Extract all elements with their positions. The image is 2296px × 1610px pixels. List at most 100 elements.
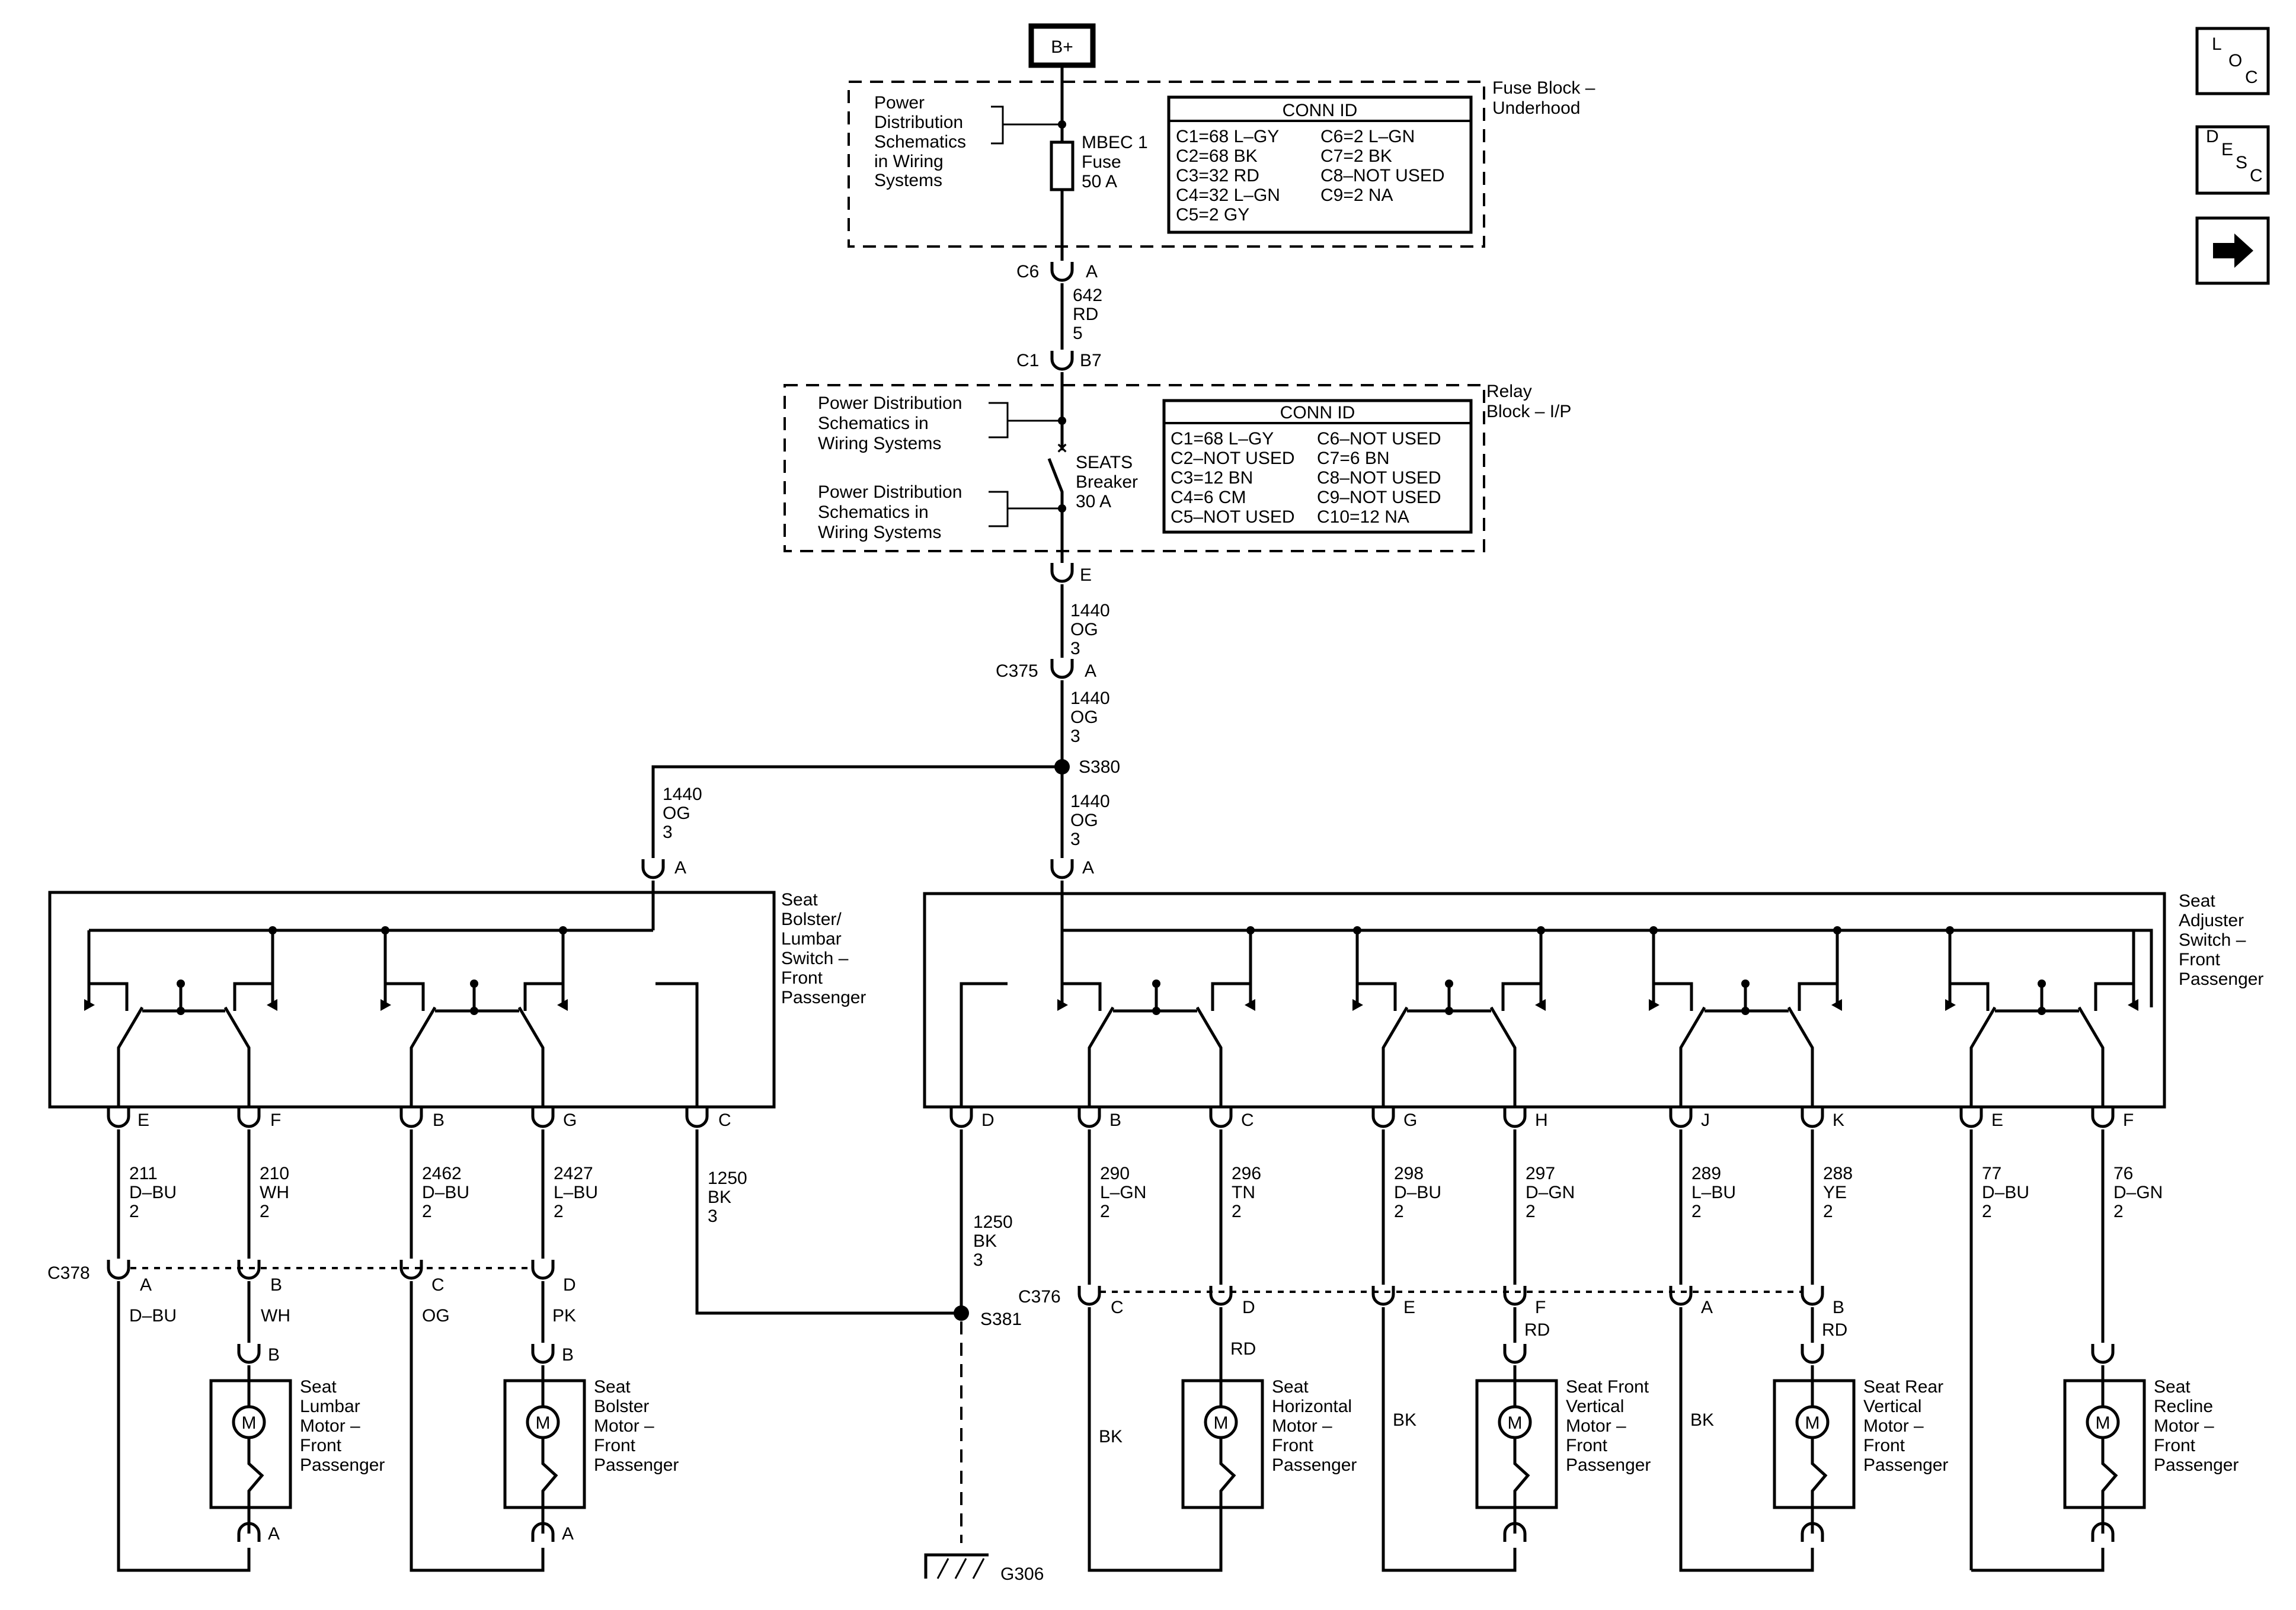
svg-text:Front: Front	[1863, 1436, 1905, 1455]
desc-c: C	[2250, 166, 2263, 185]
svg-text:B: B	[1109, 1110, 1121, 1130]
svg-text:C: C	[718, 1110, 731, 1130]
svg-text:BK: BK	[708, 1188, 731, 1207]
wire-1250b-label: 1250 BK 3	[973, 1212, 1013, 1270]
c375-pin: A	[1085, 661, 1096, 681]
svg-text:C6=2 L–GN: C6=2 L–GN	[1320, 127, 1415, 146]
c378-label: C378	[47, 1263, 90, 1283]
splice-s381	[954, 1305, 969, 1321]
svg-text:OG: OG	[663, 804, 690, 823]
svg-text:Motor –: Motor –	[1863, 1416, 1924, 1436]
ground-g306: G306	[924, 1543, 1044, 1584]
desc-button[interactable]: D E S C	[2195, 125, 2270, 195]
svg-text:2: 2	[1526, 1202, 1536, 1221]
seat-recline-motor: M Seat Recline Motor – Front Passenger	[2063, 1344, 2239, 1542]
s380-label: S380	[1079, 757, 1120, 777]
relay-block-title-2: Block – I/P	[1486, 402, 1571, 421]
svg-text:77: 77	[1982, 1164, 2001, 1183]
seat-rear-vertical-motor: RD M Seat Rear Vertical Motor – Front Pa…	[1773, 1320, 1948, 1542]
svg-text:C4=6 CM: C4=6 CM	[1171, 488, 1246, 507]
seat-front-vertical-motor: RD M Seat Front Vertical Motor – Front P…	[1475, 1320, 1651, 1542]
svg-text:K: K	[1833, 1110, 1844, 1130]
fuse-block-title-2: Underhood	[1492, 98, 1580, 118]
svg-text:Switch –: Switch –	[2179, 930, 2246, 950]
svg-text:C7=6 BN: C7=6 BN	[1317, 449, 1390, 468]
fuse-block-title-1: Fuse Block –	[1492, 78, 1595, 98]
lumbar-in-pin: A	[674, 858, 686, 878]
svg-text:Front: Front	[2179, 950, 2221, 969]
svg-text:Front: Front	[1272, 1436, 1314, 1455]
svg-text:M: M	[1805, 1413, 1820, 1433]
svg-text:210: 210	[260, 1164, 289, 1183]
svg-text:Passenger: Passenger	[1566, 1455, 1651, 1475]
wire-1440d-label: 1440 OG 3	[1070, 792, 1110, 849]
svg-text:M: M	[1214, 1413, 1229, 1433]
adjuster-wire-labels: 290 L–GN 2 296 TN 2 298 D–BU 2 297 D–GN …	[1100, 1164, 2163, 1221]
svg-text:Passenger: Passenger	[300, 1455, 385, 1475]
svg-text:5: 5	[1073, 324, 1083, 343]
svg-text:M: M	[242, 1413, 257, 1433]
svg-text:Breaker: Breaker	[1076, 472, 1138, 492]
loc-l: L	[2212, 34, 2222, 54]
svg-text:D–GN: D–GN	[1526, 1183, 1575, 1202]
svg-text:G: G	[563, 1110, 577, 1130]
svg-text:3: 3	[1070, 726, 1080, 746]
svg-text:Motor –: Motor –	[300, 1416, 360, 1436]
seat-adjuster-switch	[923, 881, 2166, 1109]
svg-text:F: F	[270, 1110, 281, 1130]
wire-642-label: 642 RD 5	[1073, 286, 1102, 343]
svg-text:E: E	[1991, 1110, 2003, 1130]
next-page-button[interactable]	[2195, 216, 2270, 285]
svg-text:C3=32 RD: C3=32 RD	[1176, 166, 1259, 185]
svg-text:OG: OG	[1070, 811, 1098, 830]
svg-text:290: 290	[1100, 1164, 1130, 1183]
svg-text:Schematics in: Schematics in	[818, 414, 929, 433]
loc-button[interactable]: L O C	[2195, 27, 2270, 95]
svg-text:TN: TN	[1232, 1183, 1255, 1202]
c6-pin: A	[1086, 262, 1098, 281]
lumbar-switch-title: Seat Bolster/ Lumbar Switch – Front Pass…	[781, 890, 866, 1007]
svg-text:L–BU: L–BU	[1691, 1183, 1736, 1202]
svg-text:RD: RD	[1524, 1320, 1550, 1340]
svg-text:30 A: 30 A	[1076, 492, 1111, 511]
relay-block-conn-id-table: CONN ID C1=68 L–GY C2–NOT USED C3=12 BN …	[1162, 399, 1473, 534]
svg-text:2: 2	[129, 1202, 139, 1221]
svg-text:Motor –: Motor –	[2154, 1416, 2214, 1436]
svg-text:L–BU: L–BU	[554, 1183, 598, 1202]
svg-text:C3=12 BN: C3=12 BN	[1171, 468, 1253, 488]
svg-text:1440: 1440	[663, 785, 702, 804]
svg-text:Front: Front	[594, 1436, 636, 1455]
svg-text:C4=32 L–GN: C4=32 L–GN	[1176, 185, 1280, 205]
svg-text:BK: BK	[1393, 1410, 1416, 1430]
svg-text:C: C	[1111, 1298, 1124, 1317]
svg-text:2462: 2462	[422, 1164, 462, 1183]
svg-text:Passenger: Passenger	[2179, 969, 2263, 989]
desc-d: D	[2206, 127, 2219, 146]
adjuster-in-pin: A	[1082, 858, 1094, 878]
svg-text:Seat: Seat	[1272, 1377, 1309, 1397]
svg-text:3: 3	[1070, 830, 1080, 849]
svg-text:E: E	[137, 1110, 149, 1130]
svg-text:C2=68 BK: C2=68 BK	[1176, 146, 1258, 166]
svg-text:288: 288	[1823, 1164, 1853, 1183]
svg-text:Front: Front	[2154, 1436, 2196, 1455]
svg-text:Motor –: Motor –	[1566, 1416, 1626, 1436]
svg-text:F: F	[2123, 1110, 2134, 1130]
svg-text:Seat: Seat	[300, 1377, 337, 1397]
svg-text:2: 2	[554, 1202, 564, 1221]
svg-text:BK: BK	[1690, 1410, 1714, 1430]
svg-text:76: 76	[2113, 1164, 2133, 1183]
svg-text:Passenger: Passenger	[1863, 1455, 1948, 1475]
svg-text:Bolster/: Bolster/	[781, 910, 842, 929]
svg-text:D–BU: D–BU	[129, 1306, 177, 1326]
svg-text:YE: YE	[1823, 1183, 1847, 1202]
connector-lumbar-switch-a	[643, 859, 663, 878]
svg-text:D: D	[563, 1275, 576, 1295]
svg-text:D–GN: D–GN	[2113, 1183, 2163, 1202]
svg-text:SEATS: SEATS	[1076, 453, 1133, 472]
svg-text:Front: Front	[781, 968, 823, 988]
lumbar-wire-labels: 211 D–BU 2 210 WH 2 2462 D–BU 2 2427 L–B…	[129, 1164, 747, 1226]
svg-text:CONN ID: CONN ID	[1280, 403, 1355, 422]
svg-text:H: H	[1535, 1110, 1548, 1130]
svg-text:D–BU: D–BU	[1394, 1183, 1441, 1202]
